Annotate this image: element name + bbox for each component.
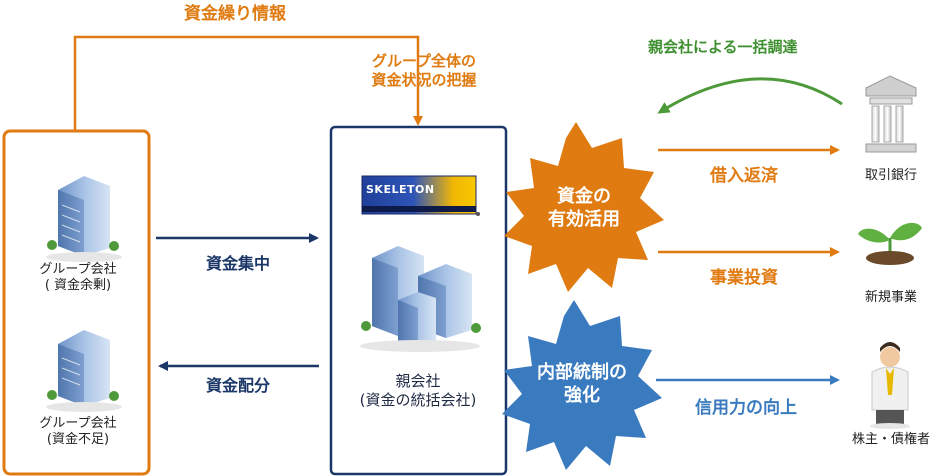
group-surplus-name: グループ会社 bbox=[39, 262, 117, 277]
sprout-icon bbox=[858, 222, 922, 265]
effective-use-burst bbox=[504, 122, 664, 292]
fund-allocation-label: 資金配分 bbox=[205, 376, 271, 395]
bank-label: 取引銀行 bbox=[864, 168, 918, 183]
new-business-label: 新規事業 bbox=[864, 290, 918, 305]
effective-use-line2: 有効活用 bbox=[548, 208, 620, 230]
parent-company-role: (資金の統括会社) bbox=[359, 390, 477, 409]
group-shortage-status: (資金不足) bbox=[46, 432, 110, 448]
group-overview-line2: 資金状況の把握 bbox=[371, 70, 477, 89]
group-surplus-status: ( 資金余剰) bbox=[44, 278, 112, 294]
internal-control-burst bbox=[502, 300, 662, 470]
effective-use-label: 資金の 有効活用 bbox=[548, 186, 620, 231]
group-surplus-label: グループ会社 ( 資金余剰) bbox=[39, 262, 116, 295]
group-overview-line1: グループ全体の bbox=[371, 52, 477, 70]
internal-control-line1: 内部統制の bbox=[537, 362, 627, 383]
info-feedback-label: 資金繰り情報 bbox=[184, 4, 286, 24]
parent-company-name: 親会社 bbox=[395, 372, 441, 390]
internal-control-line2: 強化 bbox=[564, 384, 600, 406]
fund-concentration-label: 資金集中 bbox=[205, 254, 271, 273]
bulk-procurement-arrow bbox=[657, 77, 843, 114]
bulk-procurement-label: 親会社による一括調達 bbox=[648, 38, 798, 56]
group-companies-box bbox=[2, 129, 151, 476]
business-investment-label: 事業投資 bbox=[710, 268, 778, 288]
effective-use-line1: 資金の bbox=[557, 186, 611, 207]
info-feedback-arrow bbox=[73, 35, 423, 130]
loan-repayment-label: 借入返済 bbox=[710, 166, 778, 186]
skeleton-logo-text: SKELETON bbox=[366, 183, 435, 196]
parent-company-building-icon bbox=[360, 246, 481, 352]
group-shortage-name: グループ会社 bbox=[39, 416, 117, 431]
credit-improvement-label: 信用力の向上 bbox=[695, 398, 797, 418]
group-shortage-label: グループ会社 (資金不足) bbox=[39, 416, 116, 449]
group-surplus-building-icon bbox=[46, 176, 122, 262]
group-overview-label: グループ全体の 資金状況の把握 bbox=[371, 52, 476, 90]
group-shortage-building-icon bbox=[46, 330, 122, 412]
bank-icon bbox=[865, 75, 917, 153]
internal-control-label: 内部統制の 強化 bbox=[537, 362, 627, 407]
shareholder-label: 株主・債権者 bbox=[851, 432, 931, 447]
skeleton-logo bbox=[361, 175, 480, 216]
parent-company-label: 親会社 (資金の統括会社) bbox=[360, 372, 477, 410]
shareholder-icon bbox=[870, 342, 910, 429]
